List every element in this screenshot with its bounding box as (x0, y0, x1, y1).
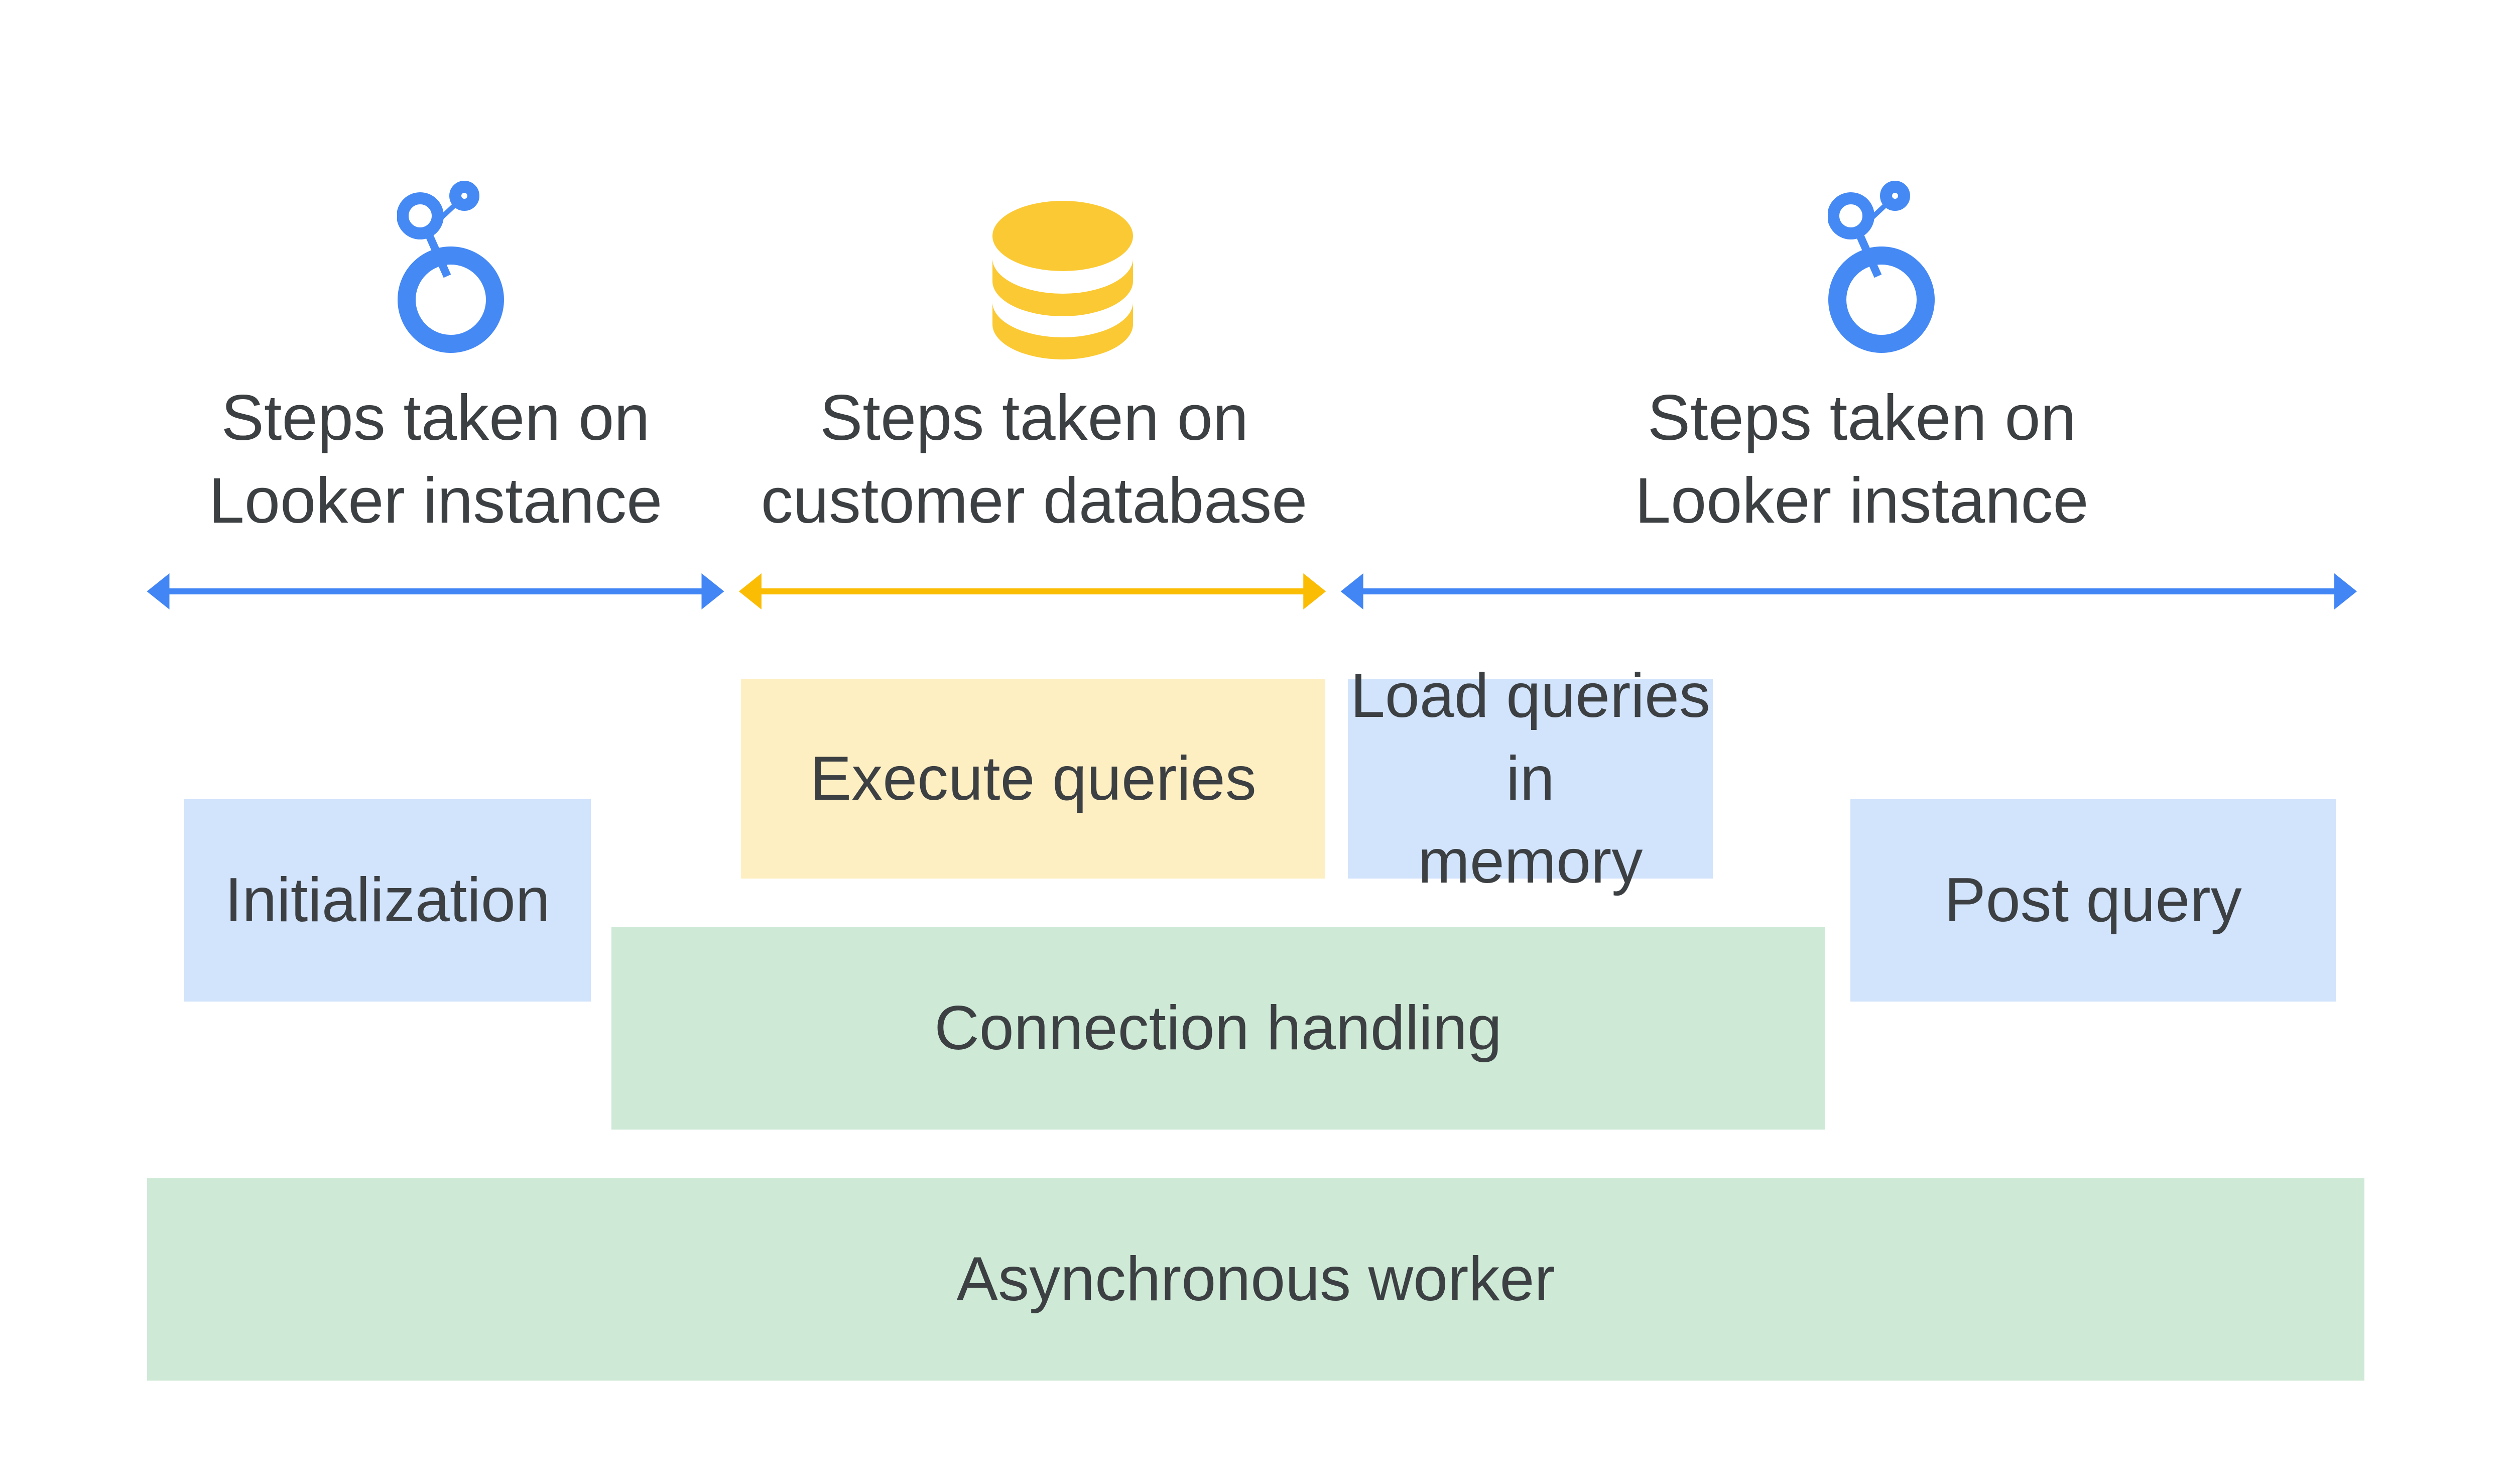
box-label: memory (1418, 826, 1643, 896)
looker-span-arrow (1340, 573, 2357, 609)
heading-line: Steps taken on (820, 382, 1248, 454)
box-label: Execute queries (810, 744, 1257, 813)
database-icon (992, 201, 1134, 359)
asynchronous-worker-box: Asynchronous worker (147, 1178, 2364, 1381)
heading-line: Steps taken on (221, 382, 650, 454)
box-label: Connection handling (934, 994, 1502, 1063)
heading-line: Looker instance (1635, 465, 2089, 537)
box-label: Load queries in (1350, 661, 1710, 813)
looker-span-arrow (147, 573, 724, 609)
initialization-box: Initialization (184, 799, 591, 1002)
box-label: Asynchronous worker (956, 1245, 1555, 1314)
box-label: Post query (1944, 865, 2242, 935)
span-arrows (147, 573, 2357, 609)
load-queries-box: Load queries in memory (1348, 661, 1713, 896)
heading-line: Looker instance (208, 465, 663, 537)
database-steps-heading: Steps taken on customer database (761, 377, 1308, 542)
looker-logo-icon (397, 181, 504, 353)
looker-logo-icon (1828, 181, 1935, 353)
looker-steps-heading: Steps taken on Looker instance (209, 377, 663, 542)
box-label: Initialization (224, 865, 550, 935)
heading-line: customer database (761, 465, 1308, 537)
database-span-arrow (738, 573, 1326, 609)
looker-steps-heading: Steps taken on Looker instance (1635, 377, 2089, 542)
connection-handling-box: Connection handling (611, 927, 1825, 1130)
heading-line: Steps taken on (1647, 382, 2076, 454)
post-query-box: Post query (1850, 799, 2336, 1002)
execute-queries-box: Execute queries (741, 679, 1325, 879)
